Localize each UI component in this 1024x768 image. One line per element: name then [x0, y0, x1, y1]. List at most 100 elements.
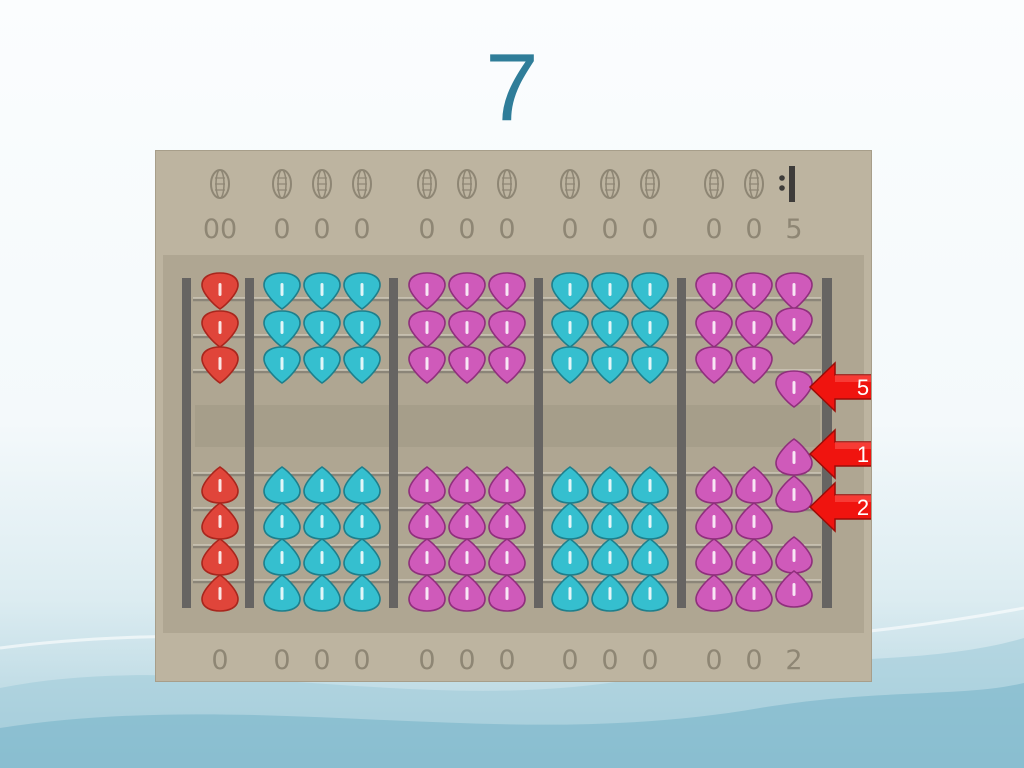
column-dial-icon[interactable] — [312, 169, 332, 199]
column-dial-icon[interactable] — [704, 169, 724, 199]
abacus-bead[interactable] — [448, 346, 486, 384]
abacus-bead[interactable] — [303, 310, 341, 348]
abacus-bead[interactable] — [343, 574, 381, 612]
abacus-bead[interactable] — [303, 272, 341, 310]
abacus-bead[interactable] — [551, 310, 589, 348]
abacus-bead[interactable] — [263, 310, 301, 348]
column-dial-icon[interactable] — [457, 169, 477, 199]
abacus-bead[interactable] — [408, 574, 446, 612]
abacus-divider — [245, 278, 254, 608]
abacus-bead[interactable] — [408, 310, 446, 348]
slide-title: 7 — [485, 34, 539, 141]
abacus-bead[interactable] — [775, 570, 813, 608]
abacus-bead[interactable] — [408, 272, 446, 310]
top-digit: 5 — [785, 214, 802, 245]
column-dial-icon[interactable] — [560, 169, 580, 199]
top-digit: 0 — [418, 214, 435, 245]
abacus-bead[interactable] — [551, 272, 589, 310]
abacus-bead[interactable] — [551, 346, 589, 384]
top-digit: 0 — [313, 214, 330, 245]
abacus-bead[interactable] — [201, 272, 239, 310]
abacus-bead[interactable] — [735, 310, 773, 348]
abacus-bead[interactable] — [631, 346, 669, 384]
abacus-bead[interactable] — [263, 538, 301, 576]
abacus-bead[interactable] — [343, 272, 381, 310]
abacus-bead[interactable] — [735, 574, 773, 612]
current-column-icon[interactable] — [779, 166, 795, 202]
bottom-digit: 0 — [498, 645, 515, 676]
abacus-bead[interactable] — [551, 502, 589, 540]
top-digit: 0 — [745, 214, 762, 245]
abacus-bead[interactable] — [263, 346, 301, 384]
bottom-digit: 0 — [313, 645, 330, 676]
abacus-bead[interactable] — [201, 346, 239, 384]
column-dial-icon[interactable] — [352, 169, 372, 199]
column-dial-icon[interactable] — [272, 169, 292, 199]
abacus-bead[interactable] — [408, 538, 446, 576]
abacus-bead[interactable] — [551, 574, 589, 612]
abacus-bead[interactable] — [343, 310, 381, 348]
arrow-label: 2 — [857, 495, 869, 520]
bottom-digit: 0 — [211, 645, 228, 676]
abacus-bead[interactable] — [303, 574, 341, 612]
abacus-bead[interactable] — [488, 272, 526, 310]
abacus-bead[interactable] — [263, 272, 301, 310]
abacus-bead[interactable] — [448, 272, 486, 310]
abacus-bead[interactable] — [488, 346, 526, 384]
abacus-bead[interactable] — [201, 310, 239, 348]
abacus-bead[interactable] — [591, 574, 629, 612]
abacus-bead[interactable] — [448, 310, 486, 348]
column-dial-icon[interactable] — [497, 169, 517, 199]
abacus-bead[interactable] — [263, 574, 301, 612]
abacus-bead[interactable] — [488, 574, 526, 612]
abacus-bead[interactable] — [448, 574, 486, 612]
abacus-bead[interactable] — [591, 310, 629, 348]
abacus-bead[interactable] — [775, 272, 813, 310]
abacus-bead[interactable] — [775, 307, 813, 345]
abacus-bead[interactable] — [591, 272, 629, 310]
top-digit: 0 — [705, 214, 722, 245]
abacus-bead[interactable] — [631, 466, 669, 504]
column-dial-icon[interactable] — [640, 169, 660, 199]
abacus-bead[interactable] — [775, 475, 813, 513]
abacus-bead[interactable] — [775, 438, 813, 476]
abacus-bead[interactable] — [488, 466, 526, 504]
bottom-digit: 0 — [641, 645, 658, 676]
abacus-bead[interactable] — [695, 574, 733, 612]
arrow-label: 1 — [857, 442, 869, 467]
top-digit: 0 — [273, 214, 290, 245]
top-digit: 0 — [561, 214, 578, 245]
abacus-bead[interactable] — [303, 346, 341, 384]
abacus-bead[interactable] — [488, 310, 526, 348]
bottom-digit: 0 — [273, 645, 290, 676]
column-dial-icon[interactable] — [744, 169, 764, 199]
abacus-bead[interactable] — [201, 574, 239, 612]
abacus-bead[interactable] — [343, 346, 381, 384]
abacus-bead[interactable] — [775, 370, 813, 408]
abacus-bead[interactable] — [735, 346, 773, 384]
abacus-bead[interactable] — [735, 272, 773, 310]
abacus-bead[interactable] — [408, 346, 446, 384]
column-dial-icon[interactable] — [210, 169, 230, 199]
top-digit: 0 — [458, 214, 475, 245]
abacus-bead[interactable] — [591, 346, 629, 384]
abacus-bead[interactable] — [735, 538, 773, 576]
abacus-bead[interactable] — [695, 310, 733, 348]
abacus-bead[interactable] — [695, 272, 733, 310]
top-digit: 0 — [601, 214, 618, 245]
top-digit: 0 — [641, 214, 658, 245]
bottom-digit: 0 — [561, 645, 578, 676]
abacus-bead[interactable] — [631, 272, 669, 310]
abacus-divider — [389, 278, 398, 608]
abacus-bead[interactable] — [631, 574, 669, 612]
top-digit: 0 — [498, 214, 515, 245]
column-dial-icon[interactable] — [600, 169, 620, 199]
abacus-bead[interactable] — [631, 310, 669, 348]
top-digit: 00 — [203, 214, 237, 245]
abacus-bead[interactable] — [591, 502, 629, 540]
column-dial-icon[interactable] — [417, 169, 437, 199]
bottom-digit: 0 — [458, 645, 475, 676]
bottom-digit: 0 — [601, 645, 618, 676]
abacus-bead[interactable] — [695, 346, 733, 384]
